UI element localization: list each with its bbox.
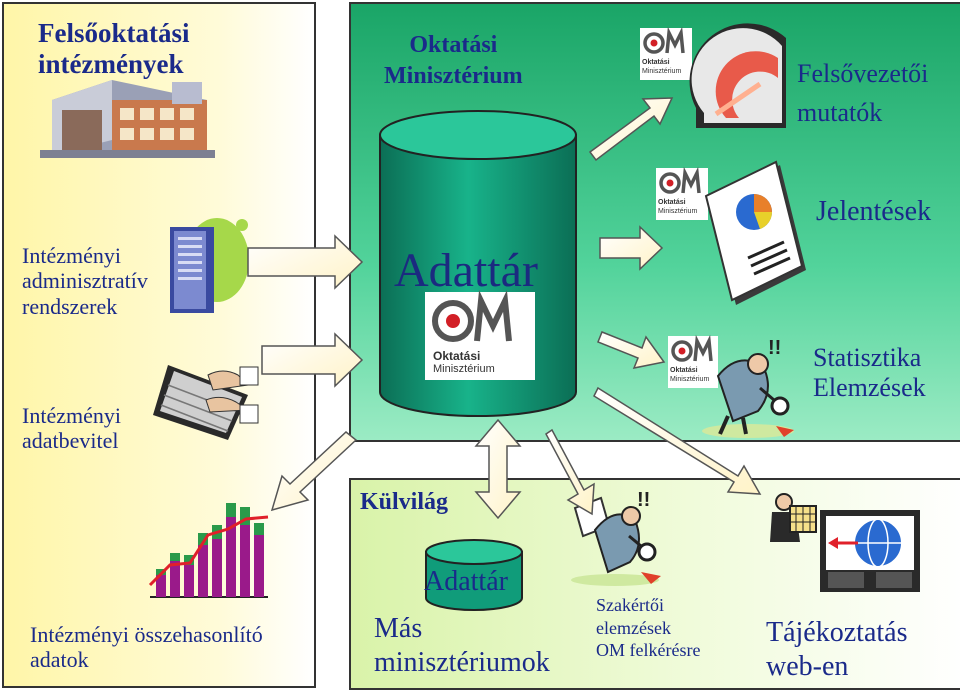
om-logo-icon-stats: Oktatási Minisztérium [668, 334, 718, 388]
arrow-admin-to-warehouse [247, 234, 364, 290]
keyboard-icon [153, 365, 259, 440]
small-warehouse-cylinder [425, 539, 523, 611]
expert-analyst-icon: !! [571, 489, 661, 586]
arrow-to-comparison [270, 431, 358, 512]
warehouse-label: Adattár [394, 244, 538, 297]
om-logo-line1: Oktatási [433, 349, 481, 363]
server-icon [170, 218, 249, 313]
reports-label: Jelentések [816, 196, 932, 227]
om-logo-icon-gauge: Oktatási Minisztérium [640, 26, 692, 80]
report-icon [704, 160, 806, 305]
svg-text:!!: !! [637, 489, 650, 511]
om-logo-icon-report: Oktatási Minisztérium [656, 166, 708, 220]
arrow-to-statistics [597, 331, 666, 370]
small-warehouse-label: Adattár [424, 566, 508, 597]
arrow-to-experts [545, 428, 595, 516]
outside-title: Külvilág [360, 489, 449, 515]
bar-chart-icon [148, 503, 269, 598]
web-icon [770, 493, 920, 592]
om-logo-line2: Minisztérium [433, 363, 495, 375]
om-logo-icon: Oktatási Minisztérium [425, 290, 535, 380]
arrow-to-web [593, 386, 762, 495]
arrow-to-executive [588, 97, 674, 162]
gauge-icon [689, 23, 786, 129]
analyst-icon: !! [702, 337, 794, 438]
building-icon [40, 80, 215, 158]
arrow-to-reports [599, 225, 664, 271]
arrow-entry-to-warehouse [261, 332, 364, 388]
svg-text:!!: !! [768, 337, 781, 359]
arrow-bidirectional-outside [474, 418, 522, 520]
